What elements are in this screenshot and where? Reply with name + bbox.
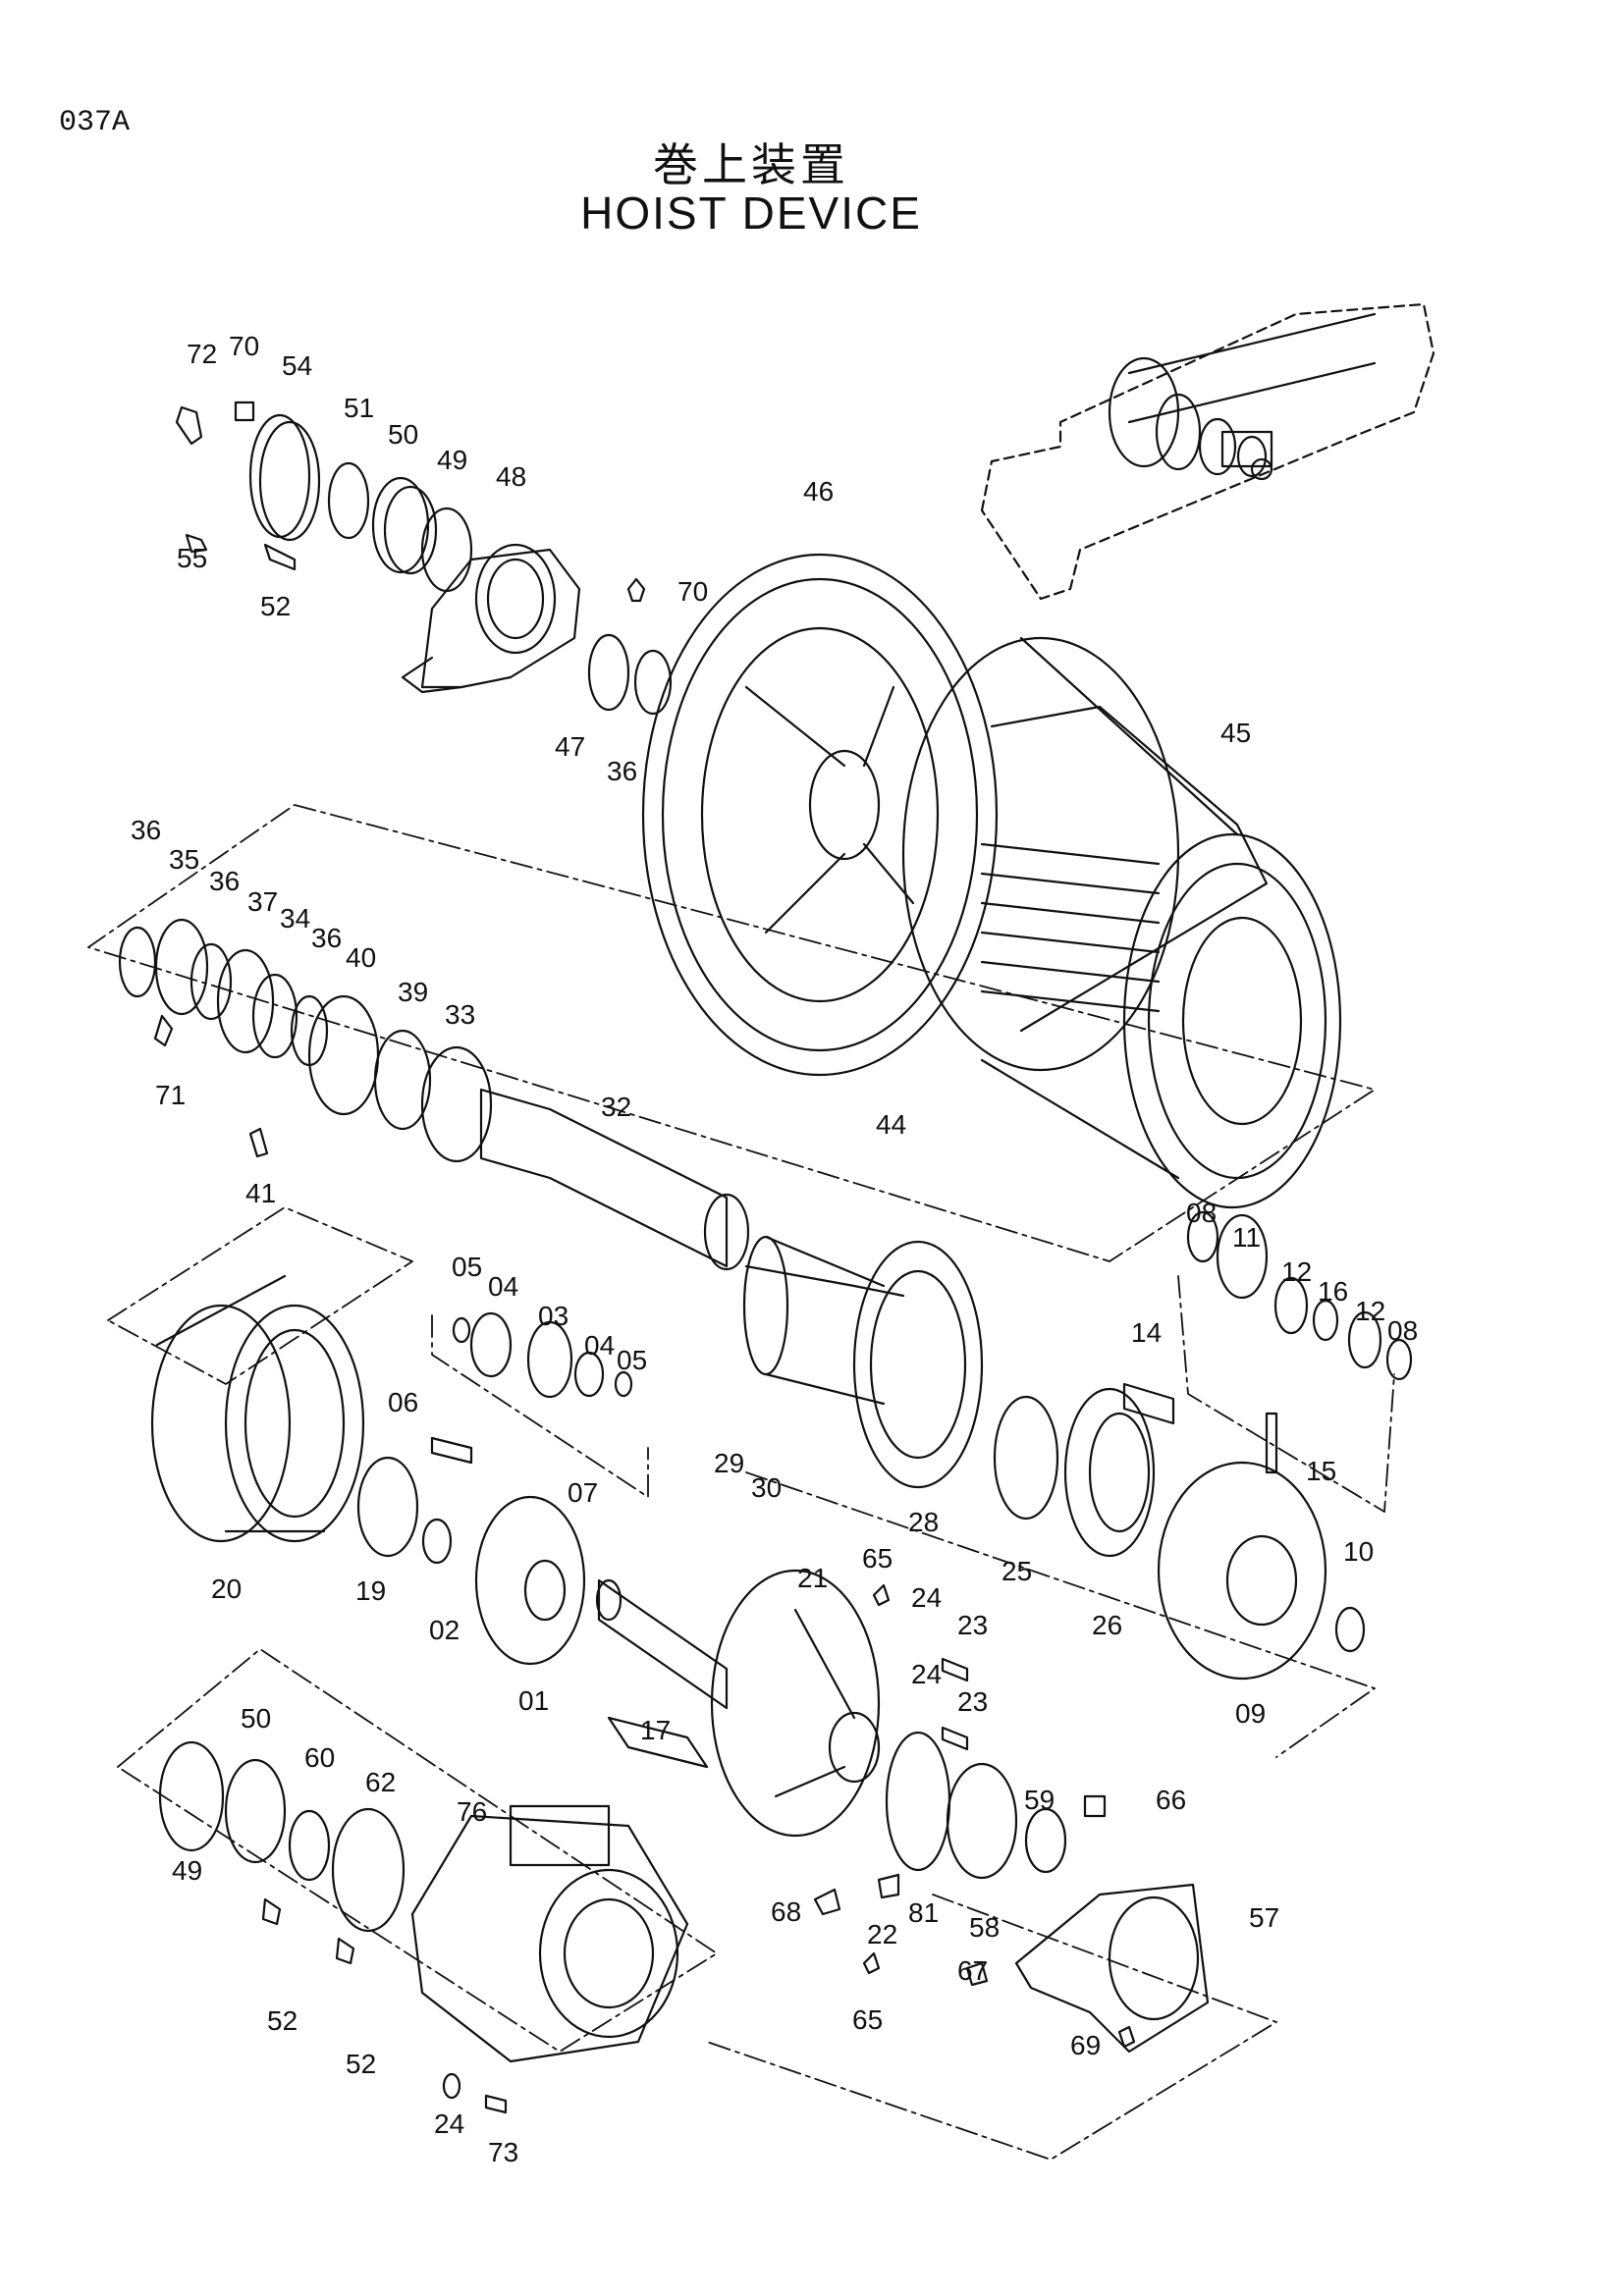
callout-54: 54: [282, 350, 312, 381]
callout-36d: 36: [311, 923, 342, 953]
callout-25: 25: [1001, 1556, 1032, 1586]
callout-49a: 49: [437, 445, 467, 475]
bearing-housing-group: [175, 400, 673, 716]
callout-72: 72: [187, 339, 217, 369]
drum-assembly: [641, 553, 1342, 1209]
callout-76: 76: [457, 1796, 487, 1827]
callout-46: 46: [803, 476, 834, 507]
callout-69: 69: [1070, 2030, 1101, 2060]
callout-17: 17: [640, 1715, 671, 1745]
callout-01: 01: [518, 1685, 549, 1716]
callout-06: 06: [388, 1387, 418, 1417]
callout-44: 44: [876, 1109, 906, 1140]
callout-36c: 36: [209, 866, 240, 896]
machine-overview-inset: [980, 302, 1435, 601]
callout-19: 19: [355, 1575, 386, 1606]
callout-35: 35: [169, 844, 199, 875]
callout-52a: 52: [260, 591, 291, 621]
callout-41: 41: [245, 1178, 276, 1208]
callout-66: 66: [1156, 1785, 1186, 1815]
callout-65a: 65: [862, 1543, 893, 1574]
callout-70b: 70: [677, 576, 708, 607]
brake-disc-group: [595, 1569, 1067, 1975]
page-code: 037A: [59, 106, 131, 139]
callout-59: 59: [1024, 1785, 1055, 1815]
planet-carrier-group: [745, 1210, 1413, 1758]
callout-09: 09: [1235, 1698, 1266, 1729]
callout-52c: 52: [346, 2049, 376, 2079]
callout-22: 22: [867, 1919, 897, 1949]
callout-14: 14: [1131, 1317, 1162, 1348]
callout-23b: 23: [957, 1686, 988, 1717]
hub-group: [742, 1235, 1156, 1558]
part-callouts: 72 70 54 51 50 49 48 55 52 46 70 47 36 4…: [131, 331, 1418, 2167]
title-japanese: 巻上装置: [653, 138, 849, 191]
callout-12b: 12: [1355, 1296, 1385, 1326]
callout-49b: 49: [172, 1855, 202, 1886]
callout-32: 32: [601, 1092, 631, 1122]
callout-10: 10: [1343, 1536, 1374, 1567]
shaft-group: [118, 918, 750, 1271]
callout-67: 67: [957, 1955, 988, 1986]
callout-36b: 36: [131, 815, 161, 845]
callout-15: 15: [1306, 1456, 1336, 1486]
callout-37: 37: [247, 886, 278, 917]
callout-73: 73: [488, 2137, 518, 2167]
callout-57: 57: [1249, 1902, 1279, 1933]
callout-50a: 50: [388, 419, 418, 450]
bracket-group: [706, 1794, 1277, 2161]
callout-08a: 08: [1186, 1198, 1217, 1228]
callout-68: 68: [771, 1896, 801, 1927]
callout-21: 21: [797, 1563, 828, 1593]
callout-07: 07: [568, 1477, 598, 1508]
callout-29: 29: [714, 1448, 744, 1478]
callout-24c: 24: [434, 2109, 464, 2139]
title-english: HOIST DEVICE: [580, 187, 922, 239]
callout-20: 20: [211, 1574, 242, 1604]
callout-81: 81: [908, 1897, 939, 1928]
callout-39: 39: [398, 977, 428, 1007]
callout-05b: 05: [617, 1345, 647, 1375]
callout-11: 11: [1232, 1222, 1261, 1253]
callout-12a: 12: [1281, 1256, 1312, 1287]
callout-23a: 23: [957, 1610, 988, 1640]
callout-03: 03: [538, 1301, 568, 1331]
callout-71: 71: [155, 1080, 186, 1110]
motor-group: [117, 1648, 718, 2114]
callout-05a: 05: [452, 1252, 482, 1282]
callout-55: 55: [177, 543, 207, 573]
callout-34: 34: [280, 903, 310, 934]
callout-16: 16: [1318, 1276, 1348, 1307]
callout-51: 51: [344, 393, 374, 423]
callout-50b: 50: [241, 1703, 271, 1734]
callout-30: 30: [751, 1472, 782, 1503]
callout-24b: 24: [911, 1659, 942, 1689]
callout-65b: 65: [852, 2004, 883, 2035]
callout-04b: 04: [584, 1330, 615, 1361]
callout-08b: 08: [1387, 1315, 1418, 1346]
callout-48: 48: [496, 461, 526, 492]
callout-52b: 52: [267, 2005, 298, 2036]
callout-02: 02: [429, 1615, 460, 1645]
callout-40: 40: [346, 942, 376, 973]
callout-45: 45: [1220, 718, 1251, 748]
callout-60: 60: [304, 1742, 335, 1773]
callout-26: 26: [1092, 1610, 1122, 1640]
callout-62: 62: [365, 1767, 396, 1797]
callout-04a: 04: [488, 1271, 518, 1302]
callout-36a: 36: [607, 756, 637, 786]
callout-70a: 70: [229, 331, 259, 361]
callout-24a: 24: [911, 1582, 942, 1613]
callout-58: 58: [969, 1912, 1000, 1943]
ring-gear-group: [107, 1206, 709, 1769]
callout-28: 28: [908, 1507, 939, 1537]
callout-47: 47: [555, 731, 585, 762]
callout-33: 33: [445, 999, 475, 1030]
